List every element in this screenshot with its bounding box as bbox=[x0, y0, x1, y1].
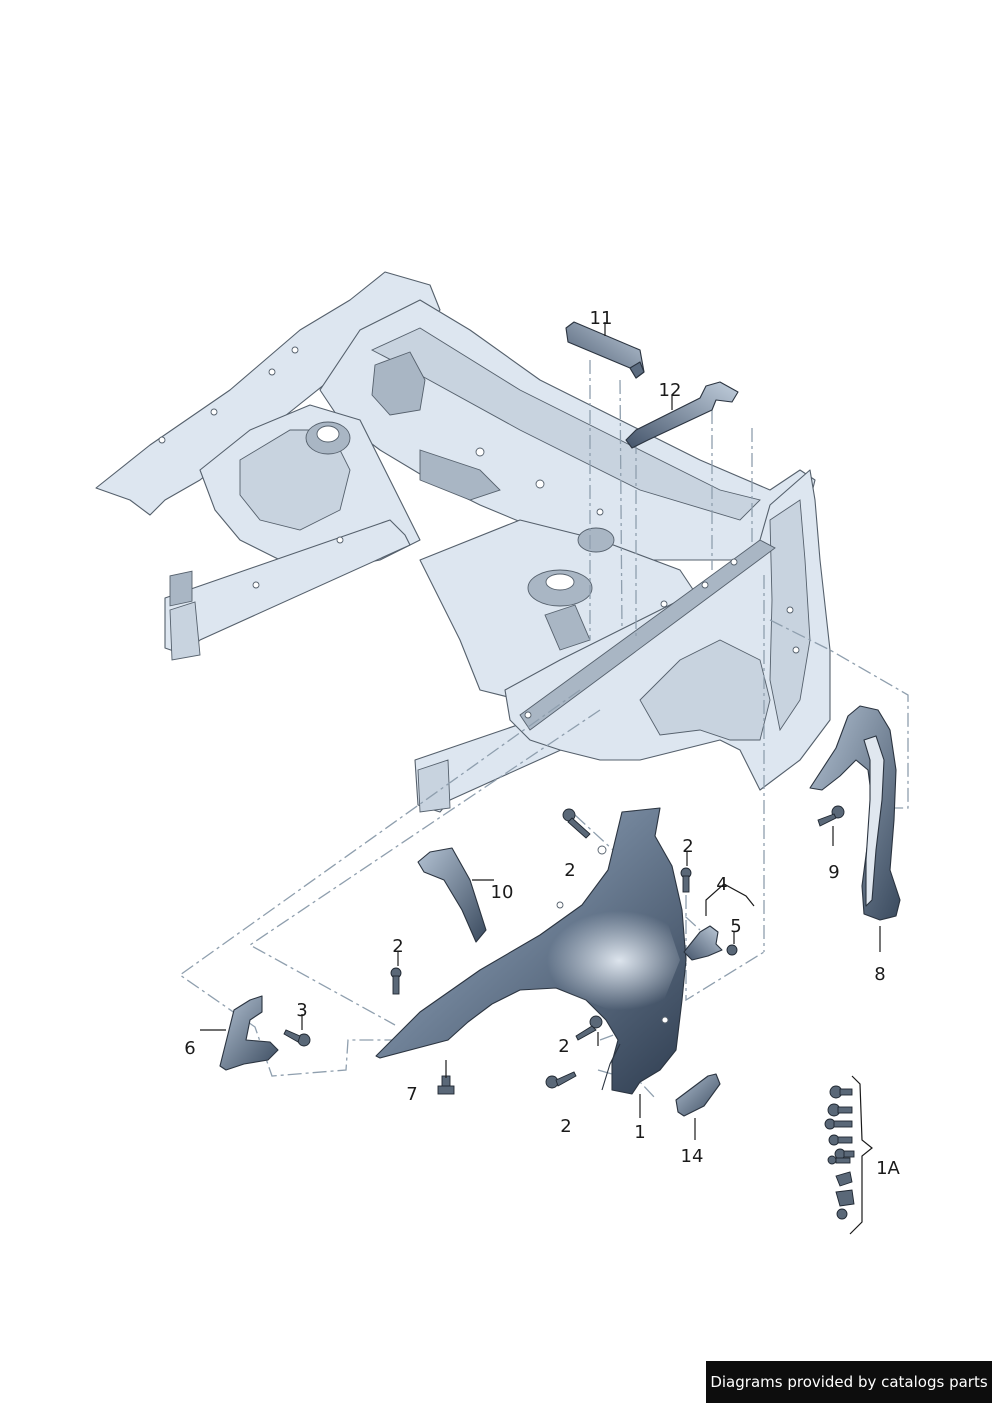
callout-5: 5 bbox=[730, 916, 741, 937]
part-5-bracket bbox=[683, 925, 723, 961]
bolt-2-upper-right bbox=[680, 867, 692, 893]
callout-labels: 11 12 10 2 2 4 5 9 8 2 3 6 2 7 2 1 14 1A bbox=[184, 308, 900, 1179]
bolt-3 bbox=[283, 1029, 311, 1047]
callout-12: 12 bbox=[659, 380, 682, 401]
callout-9: 9 bbox=[828, 862, 839, 883]
bolt-2-left bbox=[390, 967, 402, 995]
callout-8: 8 bbox=[874, 964, 885, 985]
bolt-5 bbox=[726, 944, 738, 956]
callout-11: 11 bbox=[590, 308, 613, 329]
callout-2-upper-right: 2 bbox=[682, 836, 693, 857]
part-11-bracket bbox=[565, 321, 645, 379]
callout-6: 6 bbox=[184, 1038, 195, 1059]
callout-1: 1 bbox=[634, 1122, 645, 1143]
part-1-fender bbox=[375, 807, 687, 1095]
front-body-structure bbox=[95, 271, 831, 813]
bolt-7 bbox=[437, 1075, 455, 1095]
part-10-seal bbox=[417, 847, 487, 943]
bolt-2-top bbox=[562, 808, 591, 839]
callout-3: 3 bbox=[296, 1000, 307, 1021]
part-14-cover bbox=[675, 1073, 721, 1117]
callout-1a: 1A bbox=[876, 1158, 900, 1179]
callout-10: 10 bbox=[491, 882, 514, 903]
callout-2-lower-b: 2 bbox=[560, 1116, 571, 1137]
part-6-bracket bbox=[219, 995, 279, 1071]
credit-banner: Diagrams provided by catalogs parts bbox=[706, 1361, 992, 1403]
callout-14: 14 bbox=[681, 1146, 704, 1167]
callout-2-left: 2 bbox=[392, 936, 403, 957]
bolts bbox=[283, 805, 855, 1220]
callout-4: 4 bbox=[716, 874, 727, 895]
bolt-2-lower-a bbox=[575, 1015, 603, 1041]
kit-1a-fasteners bbox=[824, 1085, 855, 1220]
bolt-2-lower-b bbox=[545, 1071, 577, 1089]
credit-text: Diagrams provided by catalogs parts bbox=[710, 1373, 988, 1391]
leader-lines bbox=[200, 322, 881, 1235]
callout-2-top: 2 bbox=[564, 860, 575, 881]
callout-7: 7 bbox=[406, 1084, 417, 1105]
callout-2-lower-a: 2 bbox=[558, 1036, 569, 1057]
bolt-9 bbox=[817, 805, 845, 827]
part-12-bracket bbox=[625, 381, 739, 449]
part-8-liner bbox=[809, 705, 901, 921]
